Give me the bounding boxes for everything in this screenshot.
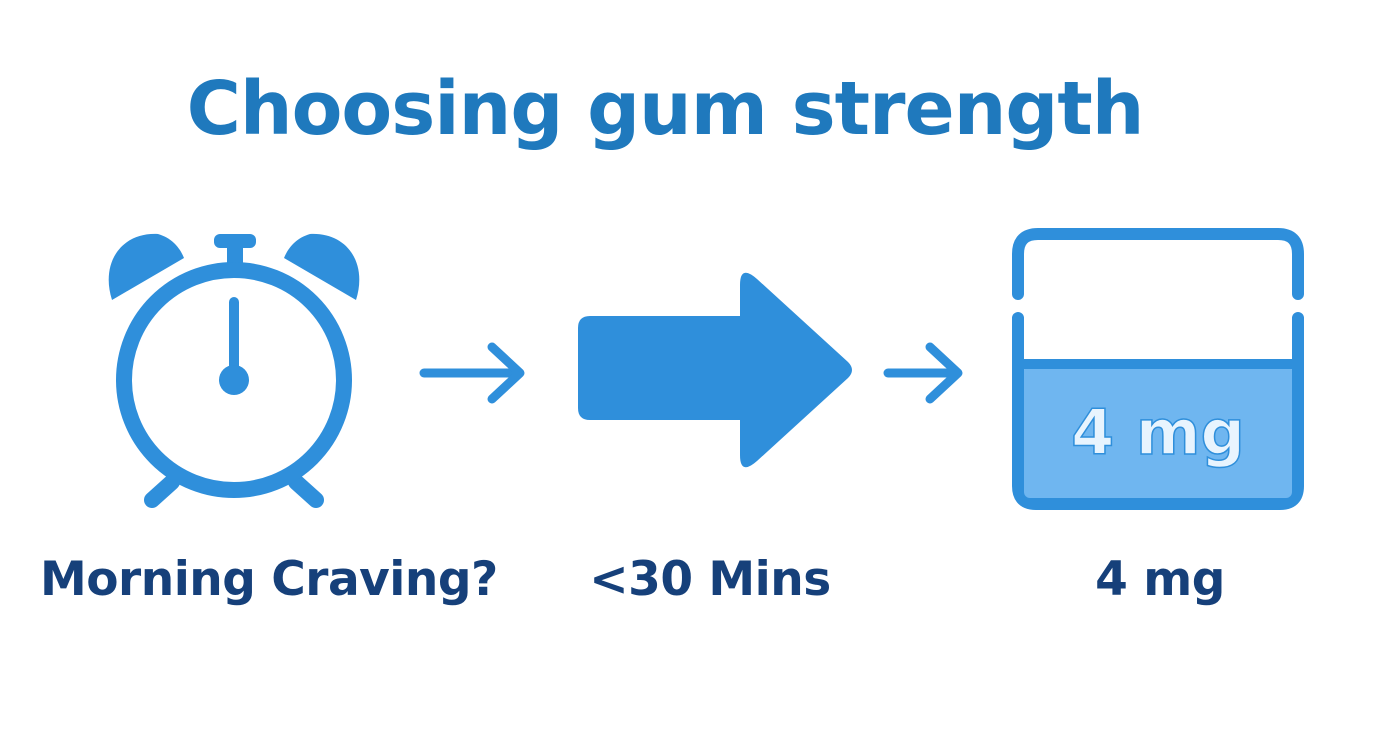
step-label-morning-craving: Morning Craving? (40, 552, 498, 607)
alarm-clock-icon (108, 233, 360, 508)
step-label-strength: 4 mg (1095, 552, 1225, 607)
diagram-title: Choosing gum strength (186, 66, 1145, 152)
gum-pack-icon: 4 mg (1012, 228, 1304, 510)
pack-label: 4 mg (1071, 396, 1245, 469)
block-arrow-icon (578, 272, 852, 468)
arrow-right-icon (419, 342, 525, 404)
arrow-right-icon (883, 342, 963, 404)
step-label-time: <30 Mins (589, 552, 831, 607)
